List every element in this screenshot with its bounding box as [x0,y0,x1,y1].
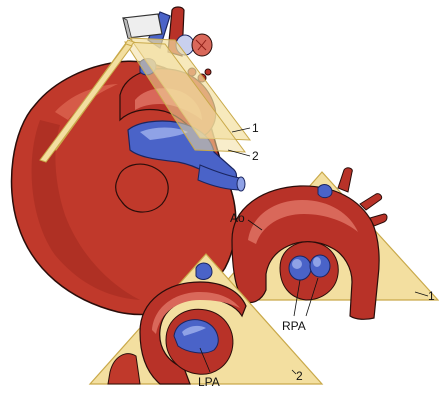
slice-2-vein [195,262,213,280]
whole-heart-group: 1 2 [10,6,259,316]
slice-1-rpa-lumen-1-hl [292,259,302,269]
label-lpa: LPA [198,375,220,389]
label-aorta: Ao [230,211,245,225]
vessel-dot-3 [204,68,212,76]
slice-1-rpa-lumen-2 [309,254,331,278]
slice-1-group: Ao RPA 1 [208,167,439,333]
leader-rpa-b [305,277,319,317]
slice-2-aorta-inner [152,292,240,334]
label-plane-1-top: 1 [252,121,259,135]
vessel-ring-2-detail [195,39,207,51]
leader-plane-1-bottom [414,291,429,297]
leader-ao [247,219,263,231]
label-plane-2-top: 2 [252,149,259,163]
plane-edge-left-b [39,43,133,163]
slice-1-head-vessel-2 [359,193,383,211]
leader-lpa [199,347,211,373]
leader-rpa-a [293,279,301,317]
slice-2-group: LPA 2 [88,253,324,389]
slice-2-lpa-lumen-hl [182,325,206,336]
leader-plane-2-bottom [291,369,297,375]
slice-2-heart-wall [107,353,141,385]
slice-plane-2 [124,41,247,153]
slice-1-rpa-lumen-2-hl [313,257,321,267]
atrial-appendage [115,163,169,213]
label-plane-1-bottom: 1 [428,289,435,303]
leader-line-1 [231,127,251,133]
leader-line-2 [227,149,251,157]
vessel-cap [236,176,246,192]
slice-1-head-vessel-3 [369,213,388,227]
pulmonary-artery-highlight [140,127,188,140]
heart-shadow [31,120,140,300]
label-plane-2-bottom: 2 [296,369,303,383]
slice-1-head-vessel [337,167,353,193]
slice-1-vein [317,184,333,199]
slice-2-lpa-lumen [173,319,219,354]
label-rpa: RPA [282,319,306,333]
slice-1-aorta-inner [248,200,358,244]
